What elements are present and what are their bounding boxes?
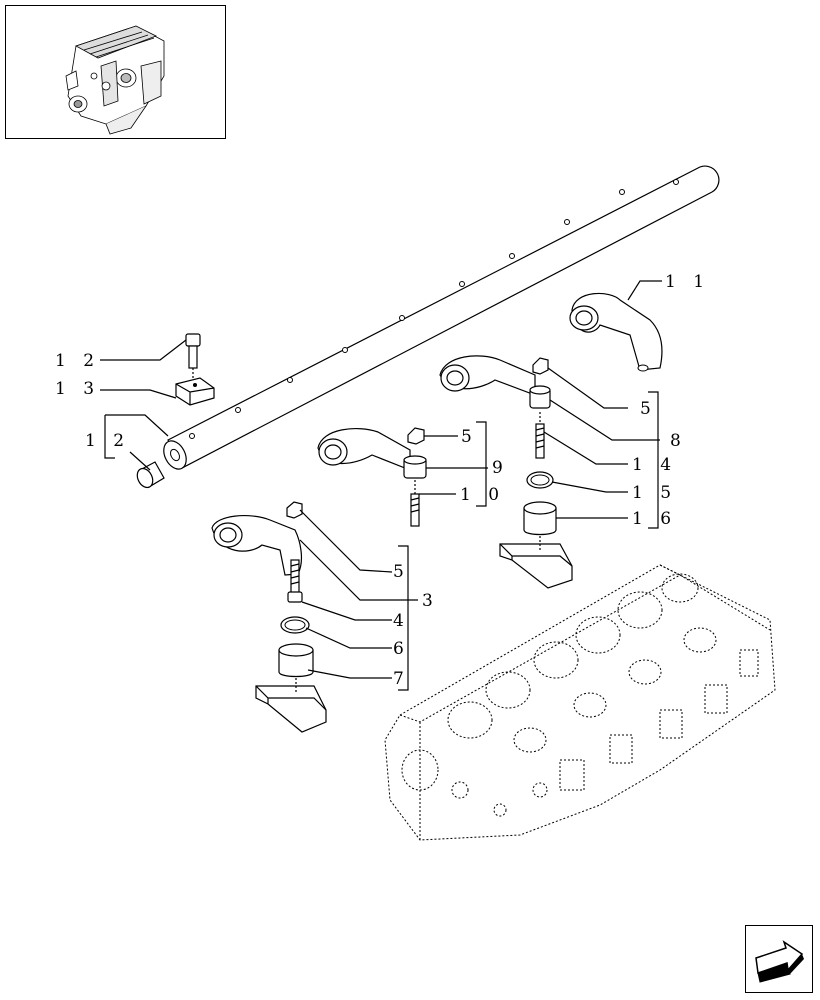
screw-10 [410, 480, 420, 527]
valve-bridge-a [499, 536, 573, 589]
cylinder-head [384, 564, 776, 841]
callout-6: 6 [393, 639, 410, 659]
bolt-12 [185, 333, 201, 380]
valve-bridge-b [255, 678, 327, 733]
callout-16: 1 6 [632, 509, 677, 529]
rocker-shaft [163, 165, 720, 470]
tappet-7 [278, 643, 314, 678]
callout-4: 4 [393, 611, 410, 631]
callout-3: 3 [422, 591, 439, 611]
adjusting-screw-5c [286, 501, 303, 519]
callout-7: 7 [393, 669, 410, 689]
callout-9: 9 [492, 458, 509, 478]
engine-icon [65, 25, 165, 135]
ring-6 [280, 616, 310, 634]
callout-12-bolt: 1 2 [55, 351, 100, 371]
tappet-16 [523, 501, 557, 536]
callout-5-middle: 5 [461, 427, 478, 447]
callout-14: 1 4 [632, 455, 677, 475]
rocker-arm-11 [569, 292, 663, 372]
shaft-plug [136, 461, 165, 489]
rocker-arm-9 [317, 427, 411, 471]
next-page-button[interactable] [745, 925, 813, 993]
adjusting-screw-5b [407, 427, 425, 445]
callout-8: 8 [670, 431, 687, 451]
ring-15 [526, 471, 554, 489]
rocker-arm-8 [439, 355, 536, 396]
screw-4 [287, 559, 303, 603]
support-block-13 [175, 377, 215, 406]
callout-15: 1 5 [632, 483, 677, 503]
bushing-8 [529, 385, 551, 409]
bushing-9 [403, 455, 427, 479]
callout-5-lower: 5 [393, 562, 410, 582]
adjusting-screw-5a [532, 357, 549, 375]
rocker-arm-3 [211, 515, 303, 576]
callout-13: 1 3 [55, 379, 100, 399]
callout-11: 1 1 [665, 272, 710, 292]
leader-lines [100, 280, 662, 691]
callout-5-upper: 5 [640, 399, 657, 419]
callout-10: 1 0 [460, 485, 505, 505]
callout-12-shaft: 1 2 [85, 431, 130, 451]
screw-14 [535, 412, 545, 459]
next-page-arrow-icon [755, 940, 804, 983]
engine-thumbnail [5, 5, 226, 139]
